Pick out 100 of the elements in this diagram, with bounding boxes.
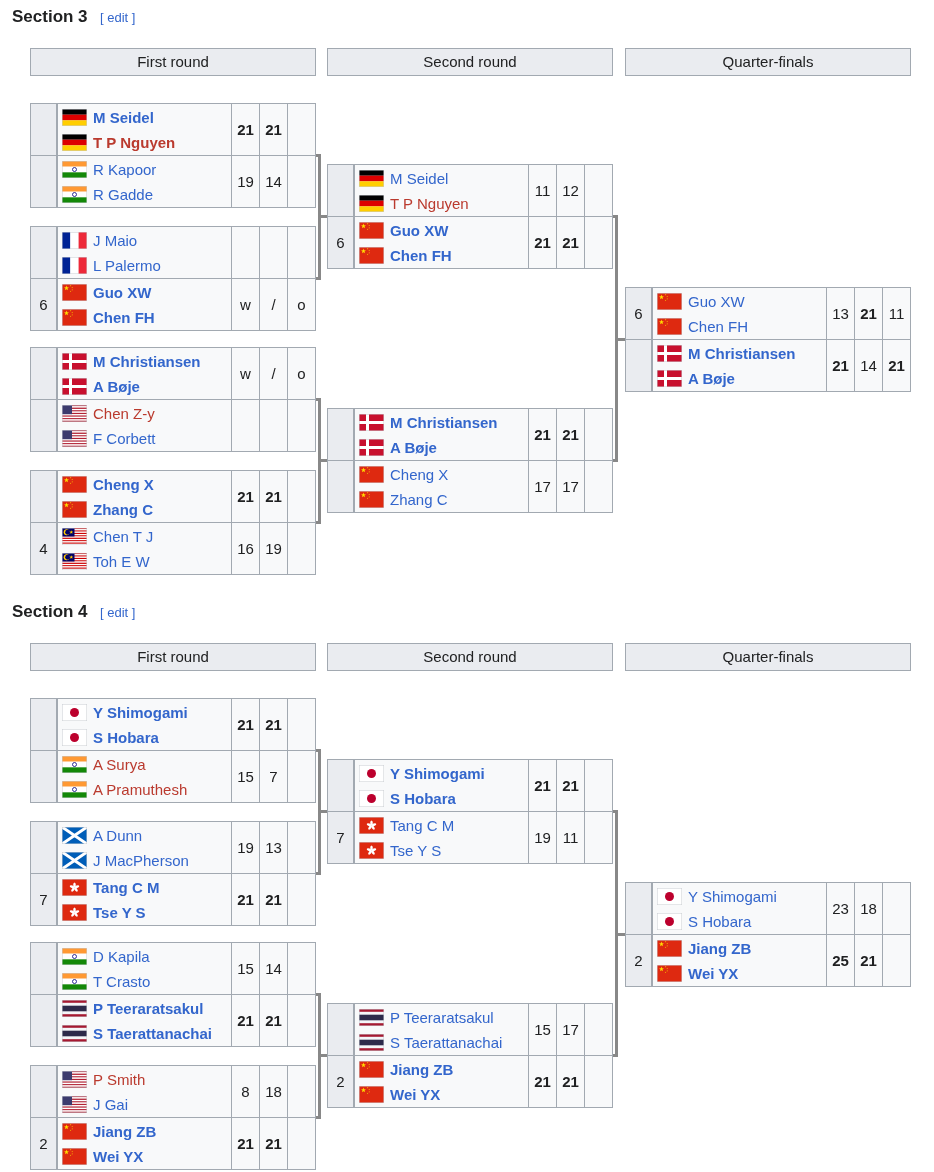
player-name: M Seidel (93, 108, 154, 126)
round-header: First round (30, 643, 316, 671)
game-score: o (297, 296, 306, 313)
game-score: 25 (832, 952, 849, 969)
player-name: Tse Y S (93, 903, 146, 921)
game-score: 17 (562, 1021, 579, 1038)
section-heading: Section 3 (12, 7, 88, 27)
player-name: M Christiansen (93, 352, 201, 370)
match-table (30, 698, 316, 803)
game-score: 17 (534, 478, 551, 495)
seed-number: 6 (336, 234, 345, 251)
player-name: Y Shimogami (688, 887, 777, 905)
team-row (31, 943, 315, 995)
game-score: w (240, 296, 251, 313)
player-name: Chen FH (93, 308, 155, 326)
round-header: Quarter-finals (625, 48, 911, 76)
game-score: 18 (265, 1083, 282, 1100)
player-name: Chen Z-y (93, 404, 155, 422)
game-score: 21 (265, 1012, 282, 1029)
game-score: 16 (237, 540, 254, 557)
game-score: 21 (237, 488, 254, 505)
match-table (625, 287, 911, 392)
match-table (30, 347, 316, 452)
player-name: A Bøje (688, 369, 735, 387)
game-score: 7 (269, 768, 278, 785)
player-name: Guo XW (93, 283, 152, 301)
team-row (31, 822, 315, 874)
game-score: 15 (237, 768, 254, 785)
round-header: First round (30, 48, 316, 76)
game-score: 21 (832, 357, 849, 374)
team-row (328, 165, 612, 217)
player-name: F Corbett (93, 429, 156, 447)
game-score: 21 (265, 488, 282, 505)
game-score: 21 (237, 121, 254, 138)
game-score: 21 (562, 777, 579, 794)
bracket-line (316, 215, 327, 280)
player-name: J Gai (93, 1095, 128, 1113)
game-score: 21 (534, 1073, 551, 1090)
player-name: J MacPherson (93, 851, 189, 869)
match-table (30, 470, 316, 575)
player-name: A Dunn (93, 826, 143, 844)
team-row (31, 227, 315, 279)
player-name: S Taerattanachai (390, 1033, 503, 1051)
player-name: A Pramuthesh (93, 780, 188, 798)
team-row (328, 1004, 612, 1056)
match-table (30, 821, 316, 926)
player-name: Y Shimogami (390, 764, 485, 782)
player-name: S Hobara (93, 728, 159, 746)
game-score: 21 (237, 891, 254, 908)
player-name: Guo XW (688, 292, 745, 310)
game-score: 18 (860, 900, 877, 917)
game-score: / (271, 296, 276, 313)
game-score: 21 (562, 1073, 579, 1090)
seed-number: 2 (39, 1135, 48, 1152)
player-name: S Taerattanachai (93, 1024, 212, 1042)
game-score: 21 (860, 952, 877, 969)
game-score: 21 (888, 357, 905, 374)
player-name: Zhang C (93, 500, 153, 518)
seed-number: 7 (336, 829, 345, 846)
team-row (31, 104, 315, 156)
bracket-line (316, 810, 327, 875)
game-score: 19 (265, 540, 282, 557)
match-table (327, 1003, 613, 1108)
seed-number: 2 (634, 952, 643, 969)
team-row (328, 760, 612, 812)
game-score: 11 (534, 182, 551, 199)
match-table (30, 226, 316, 331)
seed-number: 6 (39, 296, 48, 313)
player-name: Chen T J (93, 527, 154, 545)
game-score: w (240, 365, 251, 382)
seed-number: 6 (634, 305, 643, 322)
seed-number: 7 (39, 891, 48, 908)
bracket-line (613, 933, 625, 1057)
player-name: Guo XW (390, 221, 449, 239)
match-table (327, 408, 613, 513)
player-name: J Maio (93, 231, 138, 249)
player-name: Chen FH (688, 317, 749, 335)
player-name: Jiang ZB (390, 1060, 454, 1078)
game-score: 23 (832, 900, 849, 917)
player-name: S Hobara (390, 789, 456, 807)
game-score: 14 (265, 960, 282, 977)
game-score: 21 (265, 716, 282, 733)
player-name: M Christiansen (688, 344, 796, 362)
game-score: 21 (562, 426, 579, 443)
edit-link: [ edit ] (100, 10, 136, 26)
player-name: T P Nguyen (93, 133, 176, 151)
player-name: Chen FH (390, 246, 452, 264)
match-table (327, 759, 613, 864)
game-score: 14 (265, 173, 282, 190)
match-table (625, 882, 911, 987)
player-name: R Gadde (93, 185, 154, 203)
player-name: T Crasto (93, 972, 151, 990)
game-score: 8 (241, 1083, 250, 1100)
round-header: Second round (327, 48, 613, 76)
game-score: 21 (265, 121, 282, 138)
seed-number: 2 (336, 1073, 345, 1090)
game-score: 12 (562, 182, 579, 199)
bracket-line (613, 338, 625, 462)
player-name: A Bøje (93, 377, 140, 395)
game-score: 21 (534, 426, 551, 443)
